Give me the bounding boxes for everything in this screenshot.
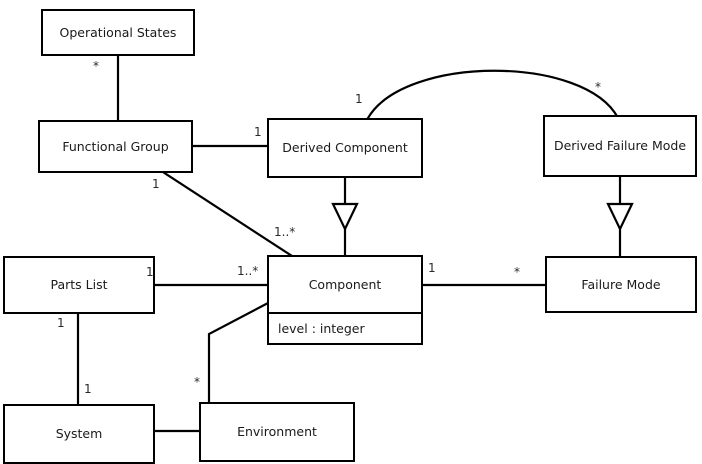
multiplicity-component-functional-group: 1..*: [274, 225, 296, 239]
multiplicity-environment-component: *: [194, 375, 200, 389]
class-box-environment[interactable]: Environment: [199, 402, 355, 462]
multiplicity-operational-states: *: [93, 59, 99, 73]
class-box-system[interactable]: System: [3, 404, 155, 464]
multiplicity-component-failure-mode: 1: [428, 261, 436, 275]
class-box-component[interactable]: Component level : integer: [267, 255, 423, 345]
assoc-derived-component-derived-failure-mode: [366, 69, 620, 120]
class-name-system: System: [55, 426, 103, 442]
class-name-failure-mode: Failure Mode: [581, 276, 661, 292]
class-box-derived-component[interactable]: Derived Component: [267, 118, 423, 178]
class-name-functional-group: Functional Group: [62, 138, 169, 154]
class-box-functional-group[interactable]: Functional Group: [38, 120, 193, 173]
multiplicity-parts-list-system: 1: [57, 316, 65, 330]
class-name-derived-failure-mode: Derived Failure Mode: [553, 138, 687, 154]
multiplicity-functional-group-component: 1: [152, 177, 160, 191]
generalization-triangle-icon-component: [331, 202, 359, 232]
multiplicity-system-parts-list: 1: [84, 382, 92, 396]
class-box-derived-failure-mode[interactable]: Derived Failure Mode: [543, 115, 697, 177]
class-name-parts-list: Parts List: [50, 277, 108, 293]
assoc-environment-component: [207, 301, 270, 405]
multiplicity-parts-list-component: 1: [146, 265, 154, 279]
multiplicity-component-parts-list: 1..*: [237, 264, 259, 278]
multiplicity-derived-component-arc: 1: [355, 92, 363, 106]
class-name-derived-component: Derived Component: [282, 140, 408, 156]
multiplicity-functional-group-derived-component: 1: [254, 125, 262, 139]
class-box-failure-mode[interactable]: Failure Mode: [545, 256, 697, 313]
class-name-component: Component: [308, 276, 382, 292]
assoc-functional-group-component: [161, 170, 294, 258]
class-box-operational-states[interactable]: Operational States: [41, 9, 195, 56]
class-box-parts-list[interactable]: Parts List: [3, 256, 155, 314]
multiplicity-failure-mode-component: *: [514, 265, 520, 279]
class-name-operational-states: Operational States: [59, 24, 177, 40]
class-attribute-component-level: level : integer: [269, 312, 421, 343]
generalization-triangle-icon-failure-mode: [606, 202, 634, 232]
multiplicity-derived-failure-mode-arc: *: [595, 80, 601, 94]
class-name-environment: Environment: [237, 424, 317, 440]
